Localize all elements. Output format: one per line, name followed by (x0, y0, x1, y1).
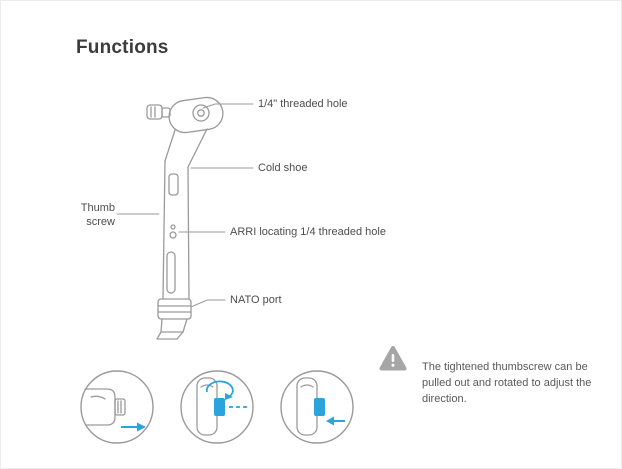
label-cold-shoe: Cold shoe (258, 162, 308, 174)
cold-shoe-slot (168, 173, 179, 196)
warning-triangle-icon (379, 346, 407, 371)
label-nato: NATO port (230, 294, 282, 306)
leader-threaded-hole (202, 103, 254, 109)
detail-circle-rotate (180, 370, 254, 444)
detail-circle-pull-out (80, 370, 154, 444)
bracket-head (168, 96, 224, 134)
bracket-drawing (146, 96, 224, 340)
arri-hole (170, 224, 176, 230)
thumbscrew-knob-icon (314, 398, 325, 416)
thumbscrew-knob-icon (214, 398, 225, 416)
leader-nato (190, 299, 226, 308)
arrow-pull-icon (121, 422, 146, 432)
arri-hole (169, 231, 177, 239)
warning-note: The tightened thumbscrew can be pulled o… (422, 361, 592, 405)
nato-clamp (156, 298, 192, 340)
arrow-push-icon (326, 416, 345, 426)
arrow-rotate-icon (205, 380, 248, 408)
detail-circle-push-in (280, 370, 354, 444)
top-screw-icon (146, 104, 171, 120)
label-threaded-hole: 1/4" threaded hole (258, 98, 348, 110)
page-title: Functions (76, 37, 169, 58)
leader-lines (116, 103, 254, 308)
label-arri: ARRI locating 1/4 threaded hole (230, 226, 386, 238)
label-thumb-screw: Thumb screw (80, 202, 115, 229)
